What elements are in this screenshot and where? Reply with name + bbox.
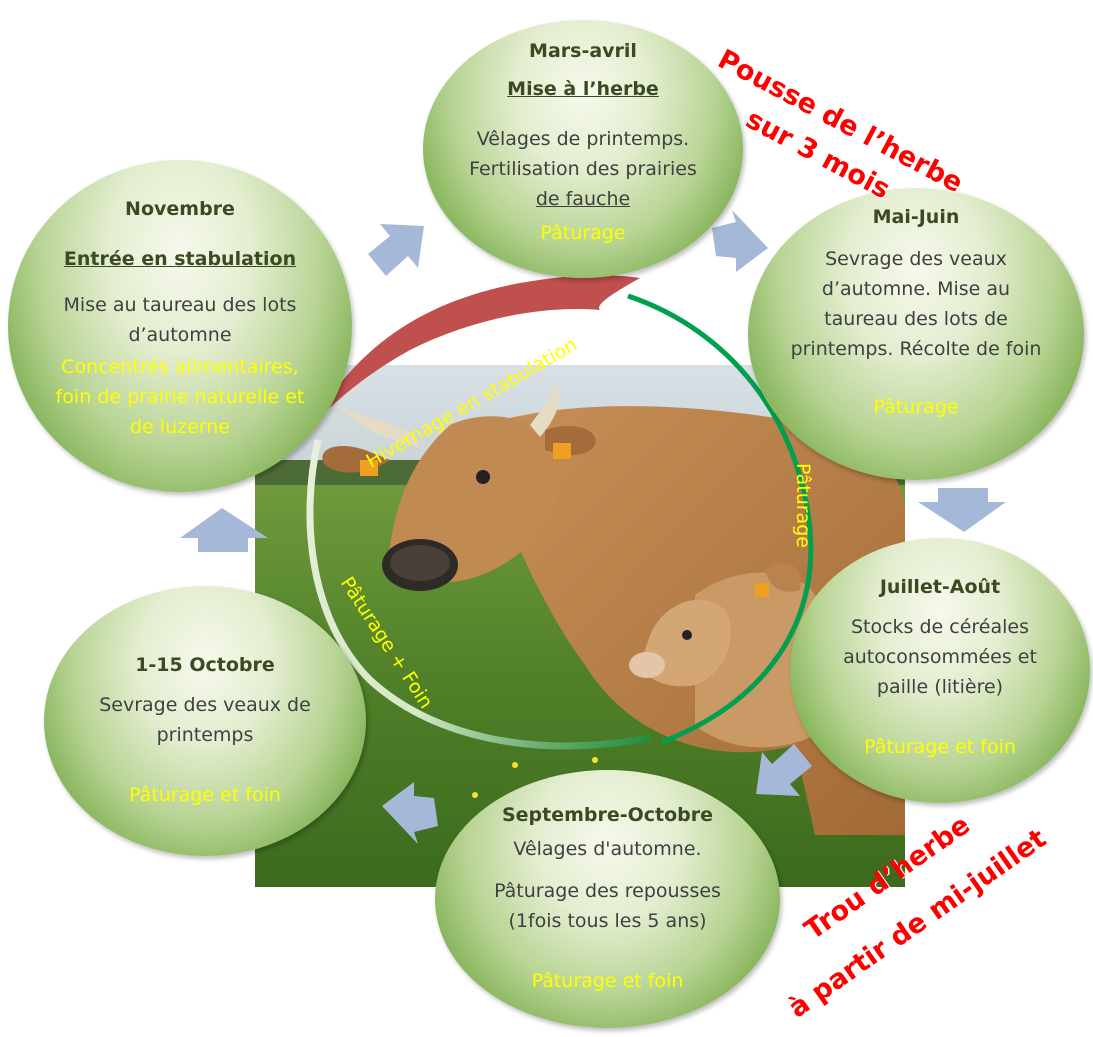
arrow-sept-to-oct-icon bbox=[374, 778, 444, 848]
feed-label: Pâturage et foin bbox=[435, 966, 780, 996]
activity-line: Pâturage des repousses bbox=[435, 876, 780, 906]
activity-line: Sevrage des veaux de bbox=[44, 690, 366, 720]
feed-label: foin de prairie naturelle et bbox=[8, 382, 352, 412]
period-title: 1-15 Octobre bbox=[44, 650, 366, 680]
activity-line: taureau des lots de bbox=[748, 304, 1084, 334]
arrow-nov-to-mar-icon bbox=[362, 212, 432, 282]
bubble-1-15-octobre: 1-15 Octobre Sevrage des veaux de printe… bbox=[44, 586, 366, 856]
feed-label: Pâturage bbox=[423, 218, 743, 248]
activity-line: Fertilisation des prairies bbox=[423, 154, 743, 184]
feed-label: Pâturage et foin bbox=[44, 780, 366, 810]
activity-line: printemps bbox=[44, 720, 366, 750]
period-title: Novembre bbox=[8, 194, 352, 224]
period-title: Septembre-Octobre bbox=[435, 800, 780, 830]
activity-line: d’automne. Mise au bbox=[748, 274, 1084, 304]
bubble-novembre: Novembre Entrée en stabulation Mise au t… bbox=[8, 160, 352, 492]
bubble-mai-juin: Mai-Juin Sevrage des veaux d’automne. Mi… bbox=[748, 188, 1084, 480]
activity-line: (1fois tous les 5 ans) bbox=[435, 906, 780, 936]
feed-label: de luzerne bbox=[8, 412, 352, 442]
period-title: Mai-Juin bbox=[748, 202, 1084, 232]
activity-line: Vêlages de printemps. bbox=[423, 124, 743, 154]
bubble-septembre-octobre: Septembre-Octobre Vêlages d'automne. Pât… bbox=[435, 770, 780, 1028]
feed-label: Pâturage et foin bbox=[790, 732, 1090, 762]
bubble-mars-avril: Mars-avril Mise à l’herbe Vêlages de pri… bbox=[423, 20, 743, 278]
activity-line: Vêlages d'automne. bbox=[435, 834, 780, 864]
period-title: Juillet-Août bbox=[790, 572, 1090, 602]
activity-line: de fauche bbox=[423, 184, 743, 214]
activity-line: autoconsommées et bbox=[790, 642, 1090, 672]
period-subtitle: Entrée en stabulation bbox=[8, 244, 352, 274]
feed-label: Concentrés alimentaires, bbox=[8, 352, 352, 382]
activity-line: Mise au taureau des lots bbox=[8, 290, 352, 320]
activity-line: paille (litière) bbox=[790, 672, 1090, 702]
activity-line: Sevrage des veaux bbox=[748, 244, 1084, 274]
arrow-oct-to-nov-icon bbox=[176, 506, 272, 554]
arrow-mai-to-juil-icon bbox=[914, 486, 1010, 534]
activity-line: d’automne bbox=[8, 320, 352, 350]
period-subtitle: Mise à l’herbe bbox=[423, 74, 743, 104]
summer-grazing-label: Pâturage bbox=[792, 463, 814, 548]
activity-line: printemps. Récolte de foin bbox=[748, 334, 1084, 364]
period-title: Mars-avril bbox=[423, 36, 743, 66]
feed-label: Pâturage bbox=[748, 392, 1084, 422]
activity-line: Stocks de céréales bbox=[790, 612, 1090, 642]
bubble-juillet-aout: Juillet-Août Stocks de céréales autocons… bbox=[790, 538, 1090, 803]
